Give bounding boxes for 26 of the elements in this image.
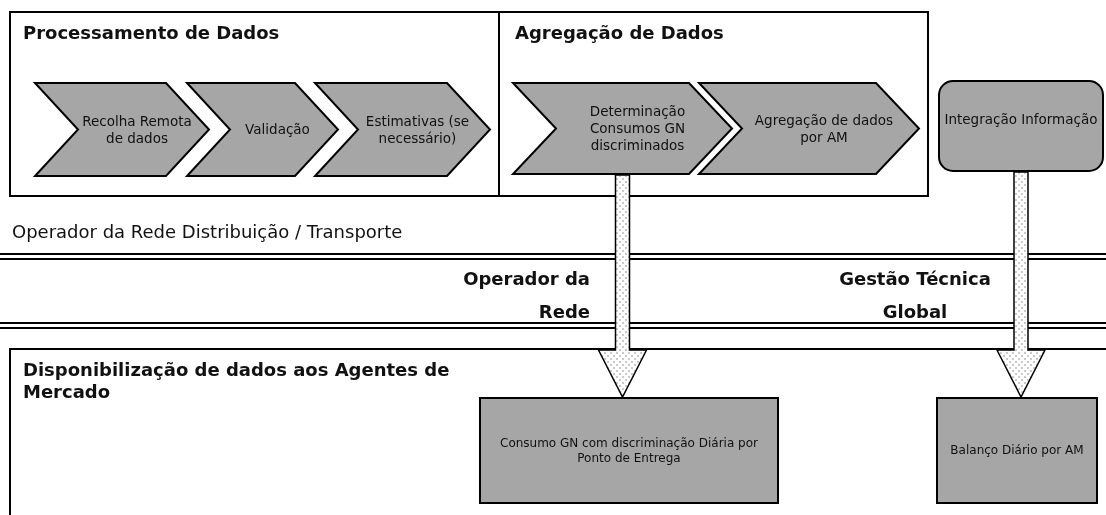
step-label: Agregação de dados por AM <box>753 110 895 147</box>
step-label: Recolha Remota de dados <box>82 111 192 148</box>
section-title: Disponibilização de dados aos Agentes de Mercado <box>23 359 451 403</box>
lane-label: Operador da Rede Distribuição / Transporte <box>12 220 404 244</box>
step-label: Integração Informação <box>944 109 1098 129</box>
process-box <box>479 397 779 504</box>
process-box <box>936 397 1098 504</box>
section-panel <box>498 11 929 197</box>
step-label: Balanço Diário por AM <box>949 442 1085 459</box>
step-label: Estimativas (se necessário) <box>364 111 471 148</box>
chevron-step <box>34 82 210 177</box>
rounded-process-box <box>938 80 1104 172</box>
role-label: Operador da Rede <box>462 267 590 324</box>
section-panel <box>9 11 500 197</box>
chevron-step <box>314 82 491 177</box>
step-label: Determinação Consumos GN discriminados <box>588 102 687 155</box>
step-label: Validação <box>244 120 311 140</box>
step-label: Consumo GN com discriminação Diária por Ponto de Entrega <box>499 434 759 467</box>
block-arrow <box>995 171 1047 399</box>
section-title: Processamento de Dados <box>23 22 281 44</box>
role-label: Gestão Técnica Global <box>838 267 992 324</box>
chevron-step <box>512 82 733 175</box>
block-arrow <box>597 174 648 399</box>
section-title: Agregação de Dados <box>515 22 725 44</box>
chevron-step <box>698 82 920 175</box>
section-panel <box>9 348 1106 515</box>
